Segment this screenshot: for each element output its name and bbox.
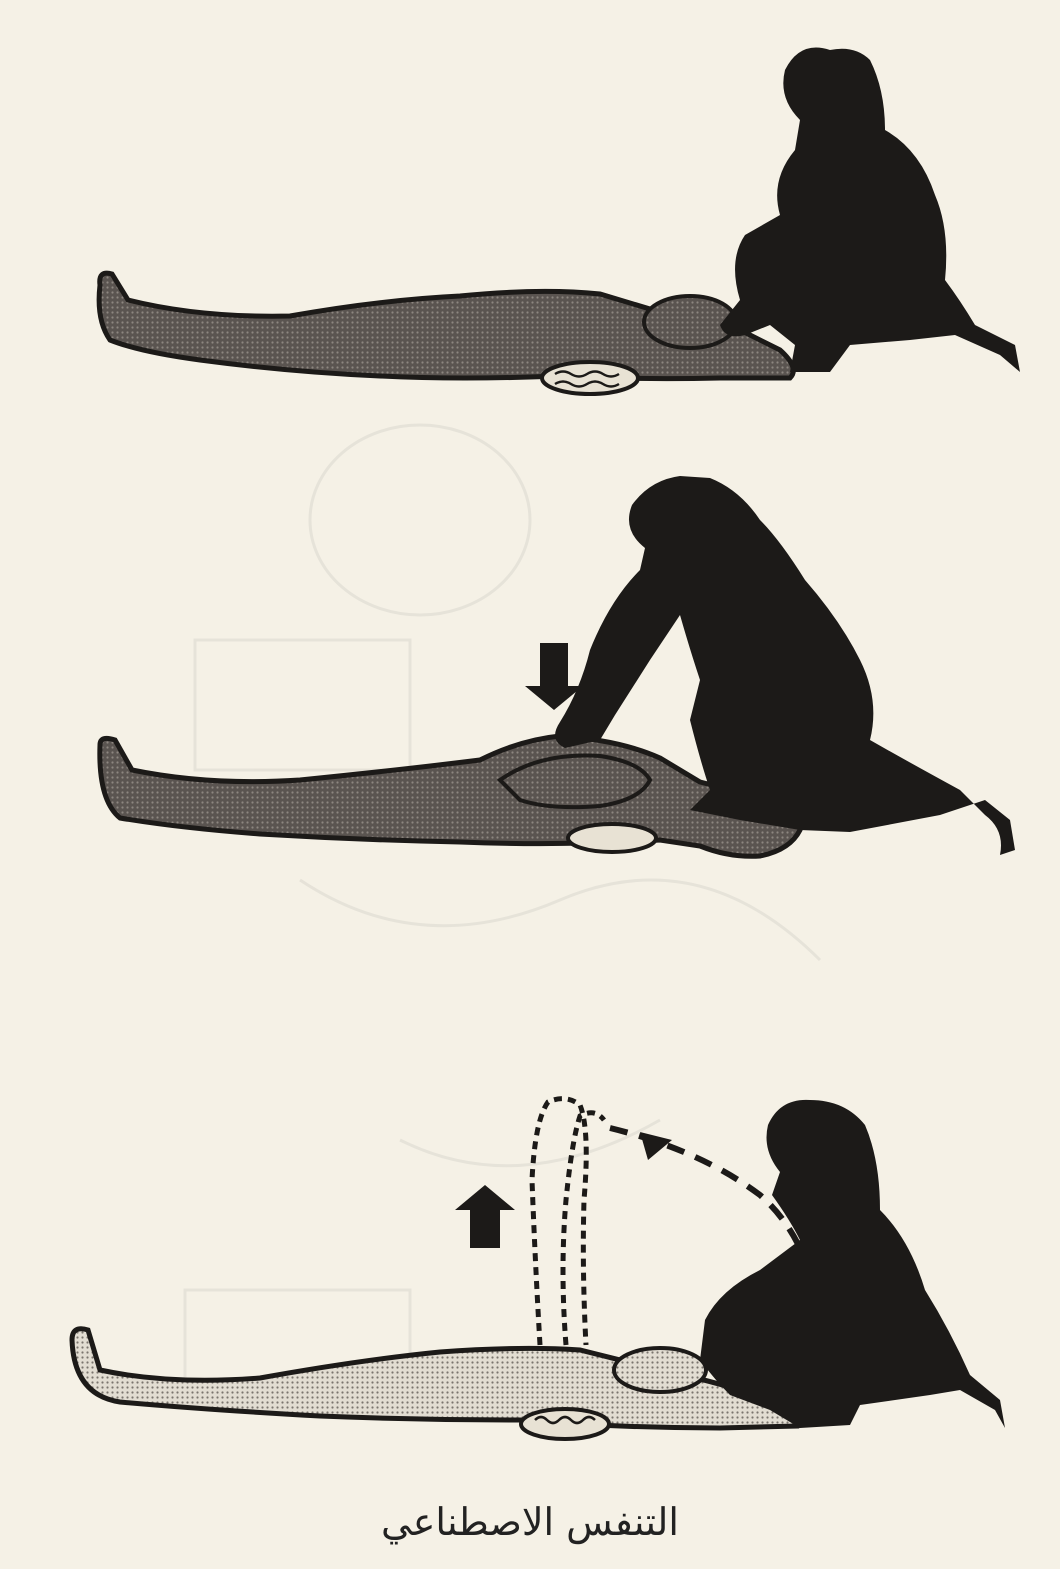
patient-body-2: [100, 736, 800, 856]
patient-head-1: [644, 296, 736, 348]
pillow-1: [542, 362, 638, 394]
raised-arms-outline: [532, 1099, 586, 1345]
patient-head-3: [614, 1348, 706, 1392]
figure-step-1: [99, 48, 1020, 395]
figure-step-2: [100, 476, 1015, 856]
pillow-2: [568, 824, 656, 852]
arrow-up-icon: [455, 1185, 515, 1248]
arc-arrowhead-icon: [640, 1132, 672, 1160]
rescuer-1: [720, 48, 1020, 373]
figure-step-3: [72, 1099, 1005, 1439]
pillow-3: [521, 1409, 609, 1439]
figure-caption: التنفس الاصطناعي: [0, 1500, 1060, 1544]
rescuer-3: [700, 1100, 1005, 1428]
artificial-respiration-illustration: [0, 0, 1060, 1500]
